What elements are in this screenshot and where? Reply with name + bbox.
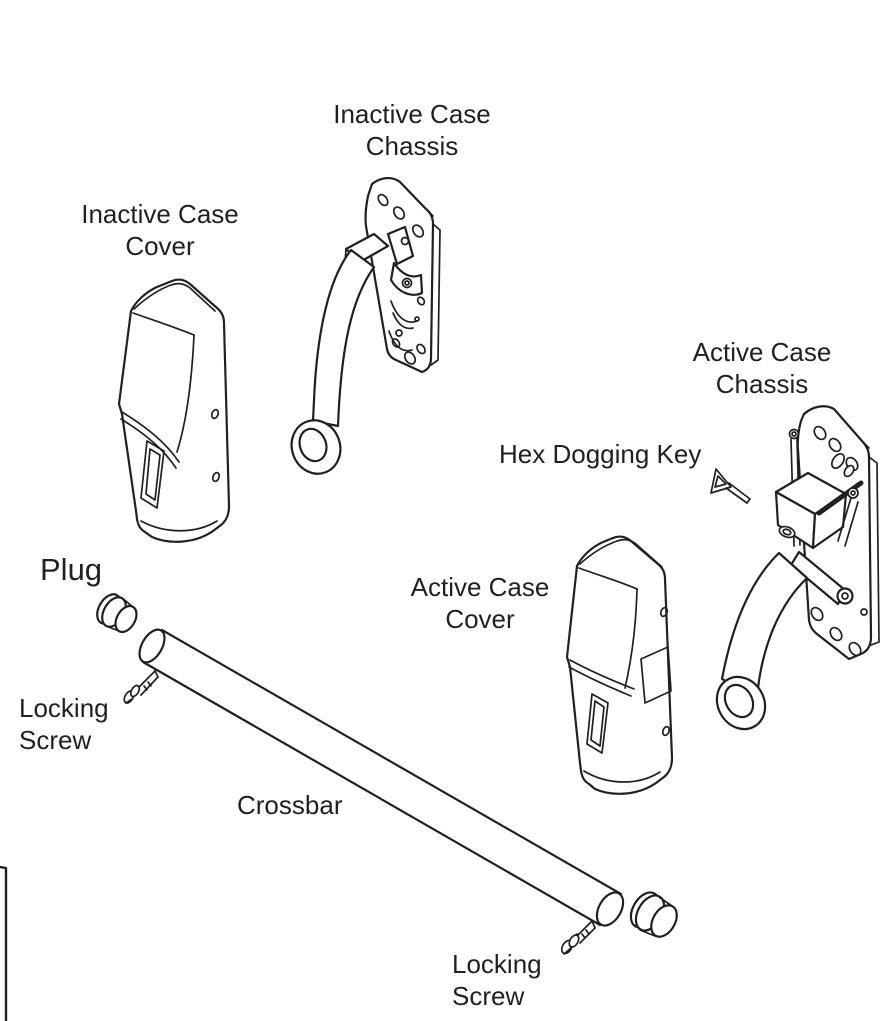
end-cap-drawing	[629, 891, 678, 938]
inactive-case-chassis-label: Inactive Case Chassis	[333, 99, 491, 161]
inactive-case-chassis-drawing	[290, 177, 441, 475]
plug-drawing	[96, 593, 138, 634]
active-case-cover-label: Active Case Cover	[410, 572, 550, 634]
hex-dogging-key-icon	[710, 468, 751, 504]
inactive-case-cover-drawing	[117, 278, 231, 543]
figure-border-fragment	[0, 865, 8, 1021]
crossbar-drawing	[138, 628, 625, 927]
inactive-case-cover-label: Inactive Case Cover	[81, 199, 239, 261]
locking-screw-right-drawing	[560, 920, 596, 955]
active-case-chassis-label: Active Case Chassis	[692, 337, 832, 399]
crossbar-label: Crossbar	[237, 790, 343, 820]
hex-dogging-key-label: Hex Dogging Key	[499, 439, 702, 469]
active-case-cover-drawing	[565, 535, 674, 795]
locking-screw-left-drawing	[123, 670, 159, 704]
locking-screw-right-label: Locking Screw	[452, 949, 542, 1011]
locking-screw-left-label: Locking Screw	[19, 693, 109, 755]
active-case-chassis-drawing	[715, 405, 880, 731]
plug-label: Plug	[40, 552, 103, 587]
